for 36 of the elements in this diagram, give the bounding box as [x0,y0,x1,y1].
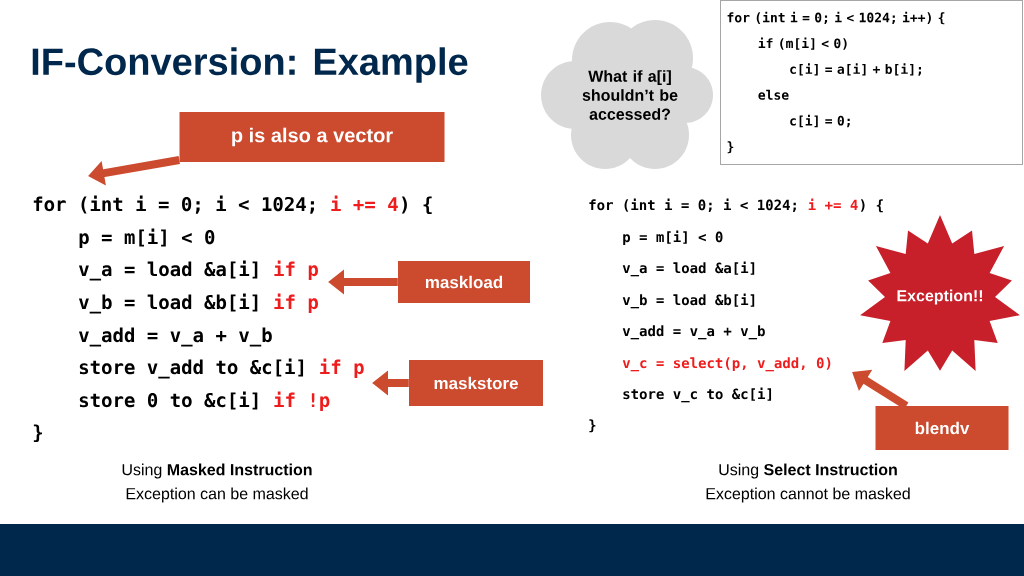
code-text: v_a = load &a[i] [622,261,755,277]
code-text: if !p [274,391,330,411]
caption-text: Exception can be masked [126,487,308,503]
callout-box: blendv [875,406,1009,450]
code-text: store 0 to &c[i] [79,391,258,410]
code-text: v_b = load &b[i] [78,293,258,314]
exception-starburst: Exception!! [860,215,1020,371]
code-text: p = m[i] < 0 [79,228,215,248]
thought-cloud: What if a[i] shouldn’t be accessed? [541,20,713,169]
code-text: } [589,419,596,433]
code-text: i += 4 [808,198,858,210]
code-text: i += 4 [331,195,398,211]
callout-box: maskstore [409,360,543,406]
slide-title: IF-Conversion: Example [32,47,468,83]
caption-text: Using Select Instruction [719,463,897,479]
code-text: } [33,424,42,443]
callout-box: p is also a vector [179,112,445,162]
code-text: ) { [860,199,883,213]
callout-box: maskload [398,261,530,303]
code-text: v_c = select(p, v_add, 0) [622,357,831,372]
code-text: v_add = v_a + v_b [622,325,765,340]
code-text: p = m[i] < 0 [623,230,723,245]
code-text: v_b = load &b[i] [622,293,755,309]
caption-text: Using Masked Instruction [122,463,312,479]
code-text: store v_c to &c[i] [623,387,772,403]
code-text: v_a = load &a[i] [78,260,258,281]
code-text: if p [320,358,364,378]
code-text: for (int i = 0; i < 1024; [33,195,314,214]
code-text: v_add = v_a + v_b [78,327,272,347]
code-text: for (int i = 0; i < 1024; [589,198,796,212]
code-text: ) { [401,196,432,215]
code-text: store v_add to &c[i] [79,358,304,379]
caption-text: Exception cannot be masked [706,487,910,503]
code-text: if p [274,260,318,280]
code-text: if p [274,293,318,313]
code-box: for (int i = 0; i < 1024; i++) { if (m[i] < 0) c[i] = a[i] + b[i]; else c[i] = 0; } [720,0,1023,165]
